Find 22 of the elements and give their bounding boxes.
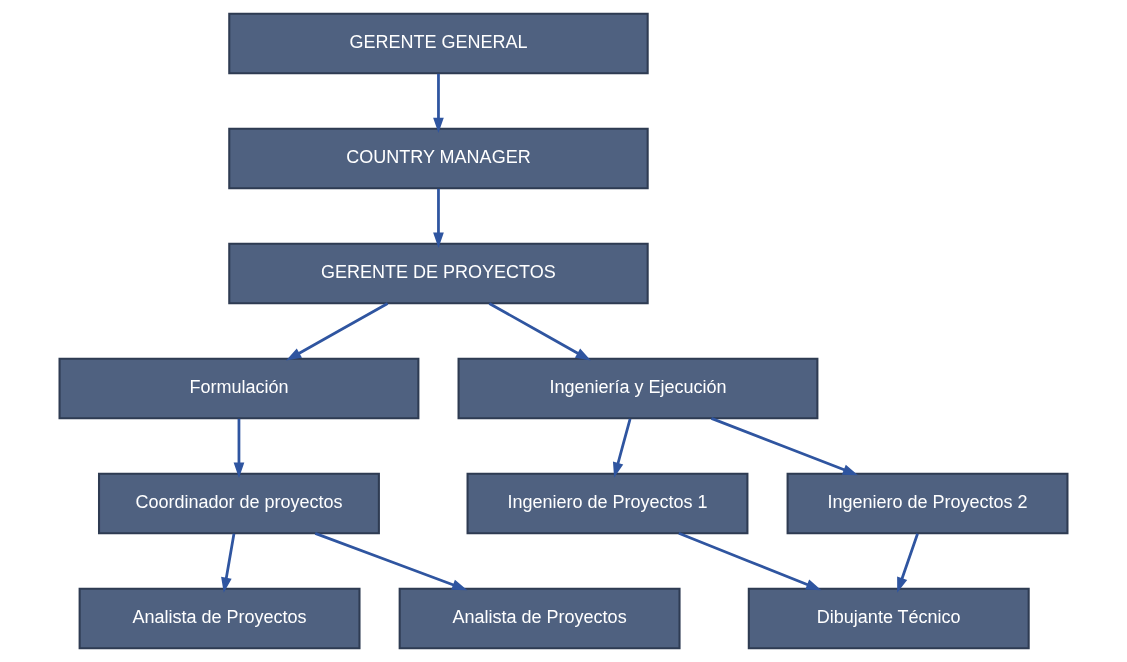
arrow xyxy=(433,73,444,133)
arrow xyxy=(221,533,236,593)
node-box: GERENTE GENERAL xyxy=(228,12,649,75)
node-box: Analista de Proyectos xyxy=(78,587,361,650)
arrow xyxy=(710,417,859,476)
node-box: Ingeniería y Ejecución xyxy=(457,357,819,420)
arrow xyxy=(678,532,822,591)
node-box: GERENTE DE PROYECTOS xyxy=(228,242,649,305)
arrow xyxy=(314,532,468,591)
node-box: Analista de Proyectos xyxy=(398,587,681,650)
node-box: Ingeniero de Proyectos 1 xyxy=(466,472,749,535)
arrow xyxy=(433,188,444,248)
node-box: Formulación xyxy=(58,357,420,420)
node-box: Coordinador de proyectos xyxy=(98,472,380,535)
arrow xyxy=(897,533,919,593)
node-box: Dibujante Técnico xyxy=(747,587,1030,650)
arrow xyxy=(612,418,632,478)
arrow xyxy=(233,418,245,478)
arrow xyxy=(286,302,389,361)
node-box: COUNTRY MANAGER xyxy=(228,127,649,190)
arrow xyxy=(488,302,591,361)
node-box: Ingeniero de Proyectos 2 xyxy=(786,472,1069,535)
